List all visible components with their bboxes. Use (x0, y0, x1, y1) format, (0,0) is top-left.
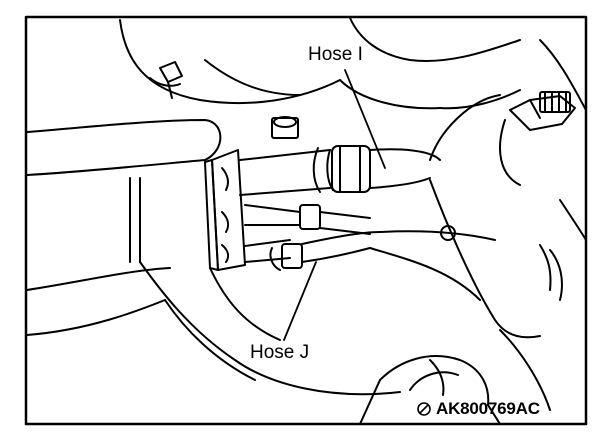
hose-j-leader (283, 261, 317, 341)
upper-body (119, 17, 521, 110)
hose-i-leader (344, 69, 386, 169)
suspension-arm (369, 94, 563, 339)
top-right-bolt (499, 91, 576, 186)
figure-border (24, 15, 588, 426)
top-clip (149, 61, 183, 99)
hose-j-label: Hose J (250, 342, 310, 363)
middle-hose (244, 204, 371, 235)
hose-i-label: Hose I (308, 44, 363, 65)
hose-bracket (204, 149, 246, 271)
hose-i-shape (239, 145, 441, 196)
hose-j-shape (244, 231, 381, 271)
figure-code-area: AK800769AC (416, 399, 540, 419)
circle-slash-mark-icon (417, 402, 431, 416)
left-tube (26, 119, 222, 336)
figure-code: AK800769AC (436, 399, 540, 418)
right-edge-part (539, 39, 587, 241)
lower-joint (359, 329, 551, 425)
bracket-bolt (271, 116, 299, 139)
lower-tube (139, 261, 401, 396)
